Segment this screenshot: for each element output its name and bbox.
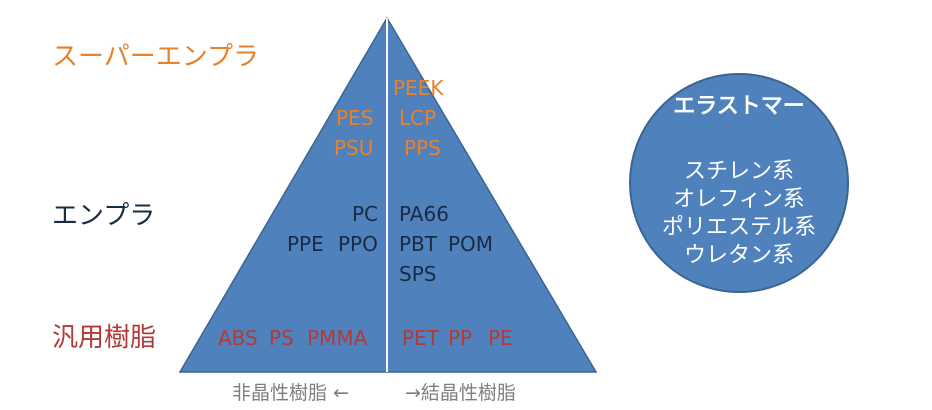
elastomer-item-polyester: ポリエステル系 [661, 215, 816, 240]
polymer-ps: PS [269, 326, 294, 350]
polymer-pps: PPS [404, 136, 441, 160]
polymer-pe: PE [488, 326, 513, 350]
tier-label-engineering: エンプラ [52, 201, 156, 231]
polymer-pes: PES [336, 106, 374, 130]
polymer-psu: PSU [334, 136, 374, 160]
polymer-sps: SPS [399, 262, 437, 286]
polymer-peek: PEEK [393, 76, 444, 100]
polymer-pa66: PA66 [399, 202, 449, 226]
polymer-abs: ABS [218, 326, 258, 350]
polymer-pom: POM [448, 232, 494, 256]
elastomer-title: エラストマー [673, 94, 805, 119]
elastomer-item-styrene: スチレン系 [683, 159, 794, 184]
polymer-pmma: PMMA [307, 326, 368, 350]
polymer-pbt: PBT [399, 232, 437, 256]
polymer-pp: PP [448, 326, 473, 350]
elastomer-item-urethane: ウレタン系 [683, 243, 794, 268]
elastomer-circle [629, 73, 849, 293]
polymer-lcp: LCP [399, 106, 437, 130]
tier-label-super-engineering: スーパーエンプラ [52, 42, 259, 72]
tier-label-general: 汎用樹脂 [52, 323, 157, 353]
polymer-pc: PC [352, 202, 379, 226]
elastomer-item-olefin: オレフィン系 [673, 187, 805, 212]
polymer-ppo: PPO [338, 232, 378, 256]
axis-label-crystalline: →結晶性樹脂 [405, 382, 516, 404]
polymer-ppe: PPE [287, 232, 324, 256]
axis-label-amorphous: 非晶性樹脂 ← [232, 382, 349, 404]
polymer-pet: PET [402, 326, 439, 350]
